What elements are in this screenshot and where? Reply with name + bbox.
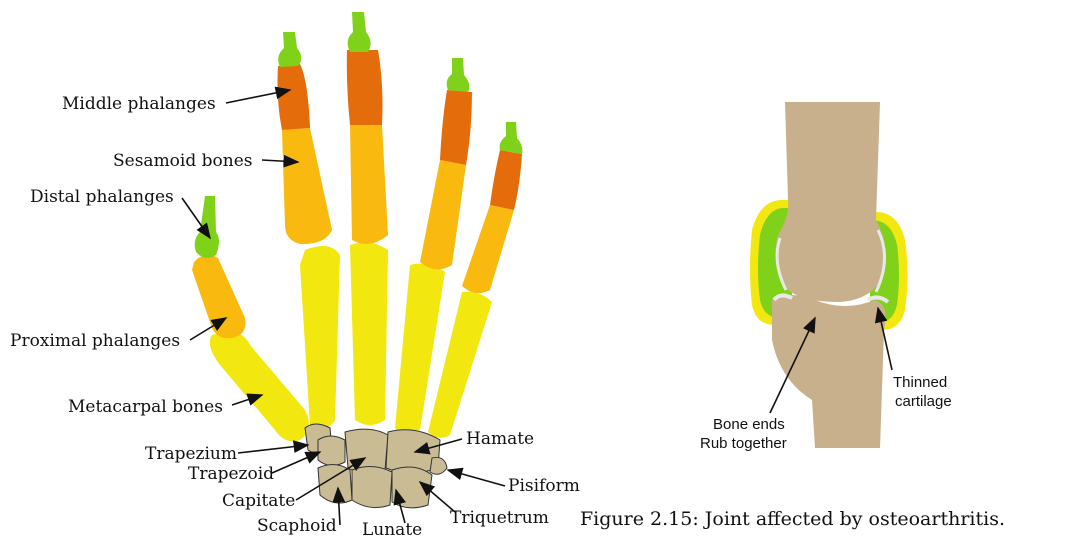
- middle-finger: [347, 12, 388, 425]
- carpal-bones: [305, 424, 447, 508]
- little-middle-phalanx: [490, 150, 522, 210]
- middle-middle-phalanx: [347, 50, 383, 125]
- label-lunate: Lunate: [362, 520, 422, 540]
- hand-diagram: Middle phalanges Sesamoid bones Distal p…: [10, 12, 580, 540]
- ring-middle-phalanx: [440, 90, 472, 165]
- arrow-trapezoid: [272, 452, 320, 473]
- label-hamate: Hamate: [466, 429, 534, 449]
- label-triquetrum: Triquetrum: [450, 508, 549, 528]
- label-middle-phalanges: Middle phalanges: [62, 94, 216, 114]
- label-bone-ends-line1: Bone ends: [713, 416, 785, 433]
- ring-distal-phalanx: [447, 58, 470, 92]
- ring-proximal-phalanx: [420, 160, 466, 269]
- carpal-trapezoid: [318, 436, 345, 466]
- label-proximal-phalanges: Proximal phalanges: [10, 331, 180, 351]
- joint-upper-bone: [775, 102, 885, 302]
- index-proximal-phalanx: [282, 128, 332, 244]
- thumb-proximal-phalanx: [192, 255, 245, 338]
- index-metacarpal: [300, 246, 340, 429]
- arrow-pisiform: [448, 470, 505, 486]
- label-capitate: Capitate: [222, 491, 295, 511]
- label-sesamoid-bones: Sesamoid bones: [113, 151, 253, 171]
- label-thinned-line2: cartilage: [895, 393, 952, 410]
- index-finger: [278, 32, 341, 429]
- label-metacarpal-bones: Metacarpal bones: [68, 397, 223, 417]
- middle-distal-phalanx: [348, 12, 371, 52]
- label-thinned-line1: Thinned: [893, 374, 947, 391]
- label-trapezium: Trapezium: [145, 444, 237, 464]
- figure-caption: Figure 2.15: Joint affected by osteoarth…: [580, 508, 1005, 530]
- label-trapezoid: Trapezoid: [188, 464, 274, 484]
- label-distal-phalanges: Distal phalanges: [30, 187, 174, 207]
- middle-proximal-phalanx: [350, 125, 388, 244]
- little-proximal-phalanx: [462, 205, 514, 293]
- label-scaphoid: Scaphoid: [257, 516, 337, 536]
- little-distal-phalanx: [500, 122, 523, 154]
- middle-metacarpal: [350, 242, 388, 425]
- carpal-lunate: [352, 466, 392, 507]
- label-bone-ends-line2: Rub together: [700, 435, 787, 452]
- label-pisiform: Pisiform: [508, 476, 580, 496]
- arrow-trapezium: [238, 445, 308, 453]
- carpal-pisiform: [430, 457, 447, 474]
- thumb-distal-phalanx: [195, 196, 219, 258]
- index-distal-phalanx: [278, 32, 301, 67]
- joint-diagram: Bone ends Rub together Thinned cartilage: [700, 102, 952, 452]
- thumb-metacarpal: [210, 332, 309, 442]
- index-middle-phalanx: [278, 64, 311, 130]
